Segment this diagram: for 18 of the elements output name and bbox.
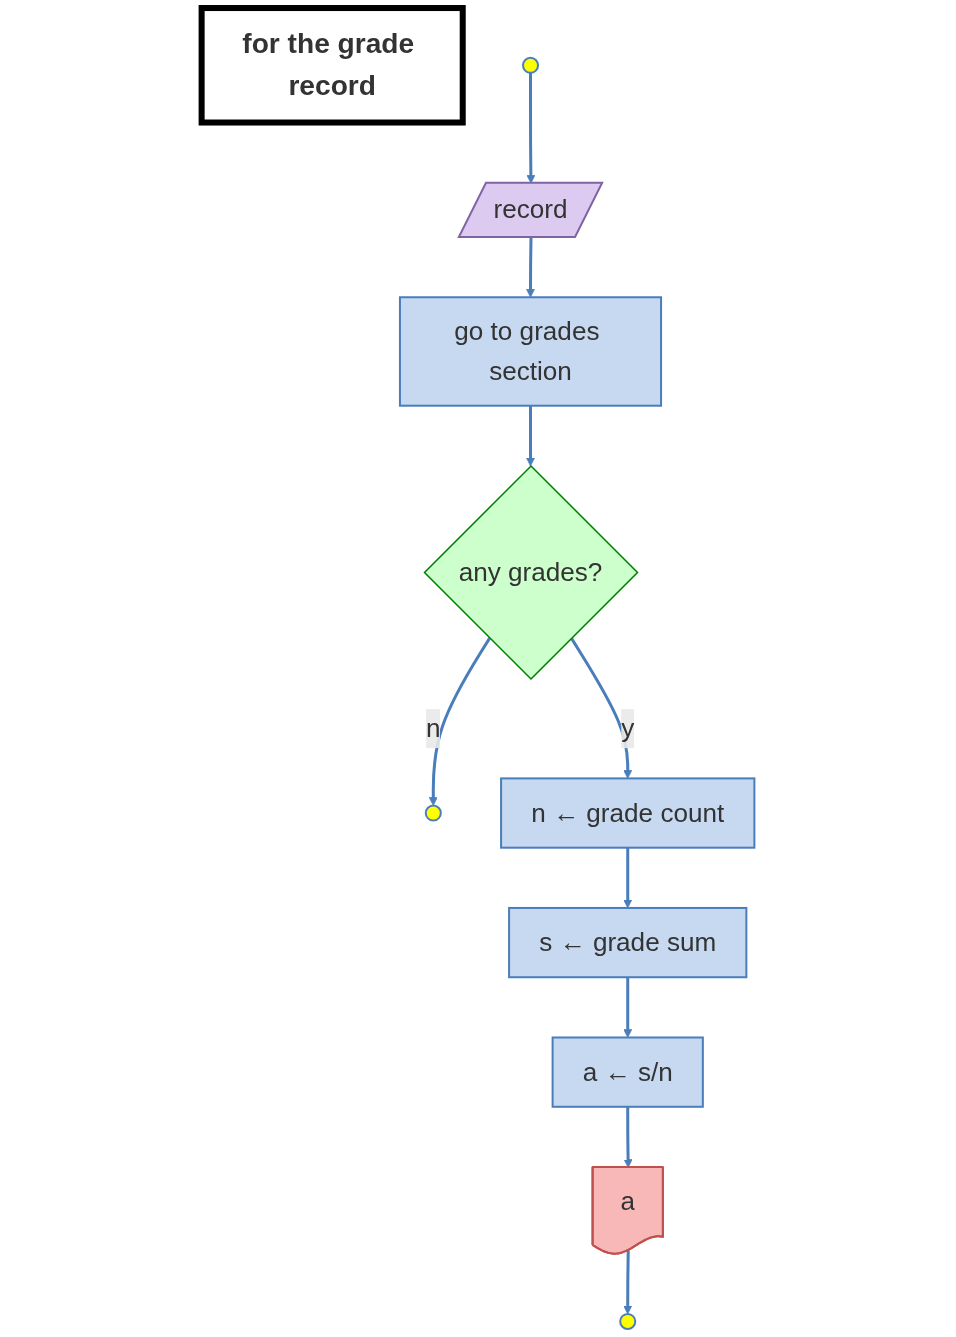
arrow (526, 405, 535, 467)
arrow (623, 1106, 633, 1168)
edge-label: y (621, 713, 635, 744)
arrow (526, 237, 535, 298)
node-box: s ← grade sum (508, 906, 748, 979)
node-diamond: any grades? (423, 464, 639, 681)
arrow (428, 637, 491, 806)
node-circle (619, 1312, 637, 1330)
node-box: n ← grade count (500, 777, 756, 849)
edge-label: n (426, 713, 441, 744)
node-circle (521, 56, 540, 74)
node-box: a ← s/n (551, 1036, 704, 1108)
node-box: for the grade record (198, 5, 466, 126)
arrow (623, 977, 633, 1038)
node-box: go to grades section (398, 296, 663, 407)
arrow (623, 1250, 633, 1315)
node-circle (424, 804, 442, 822)
arrow (570, 637, 633, 779)
